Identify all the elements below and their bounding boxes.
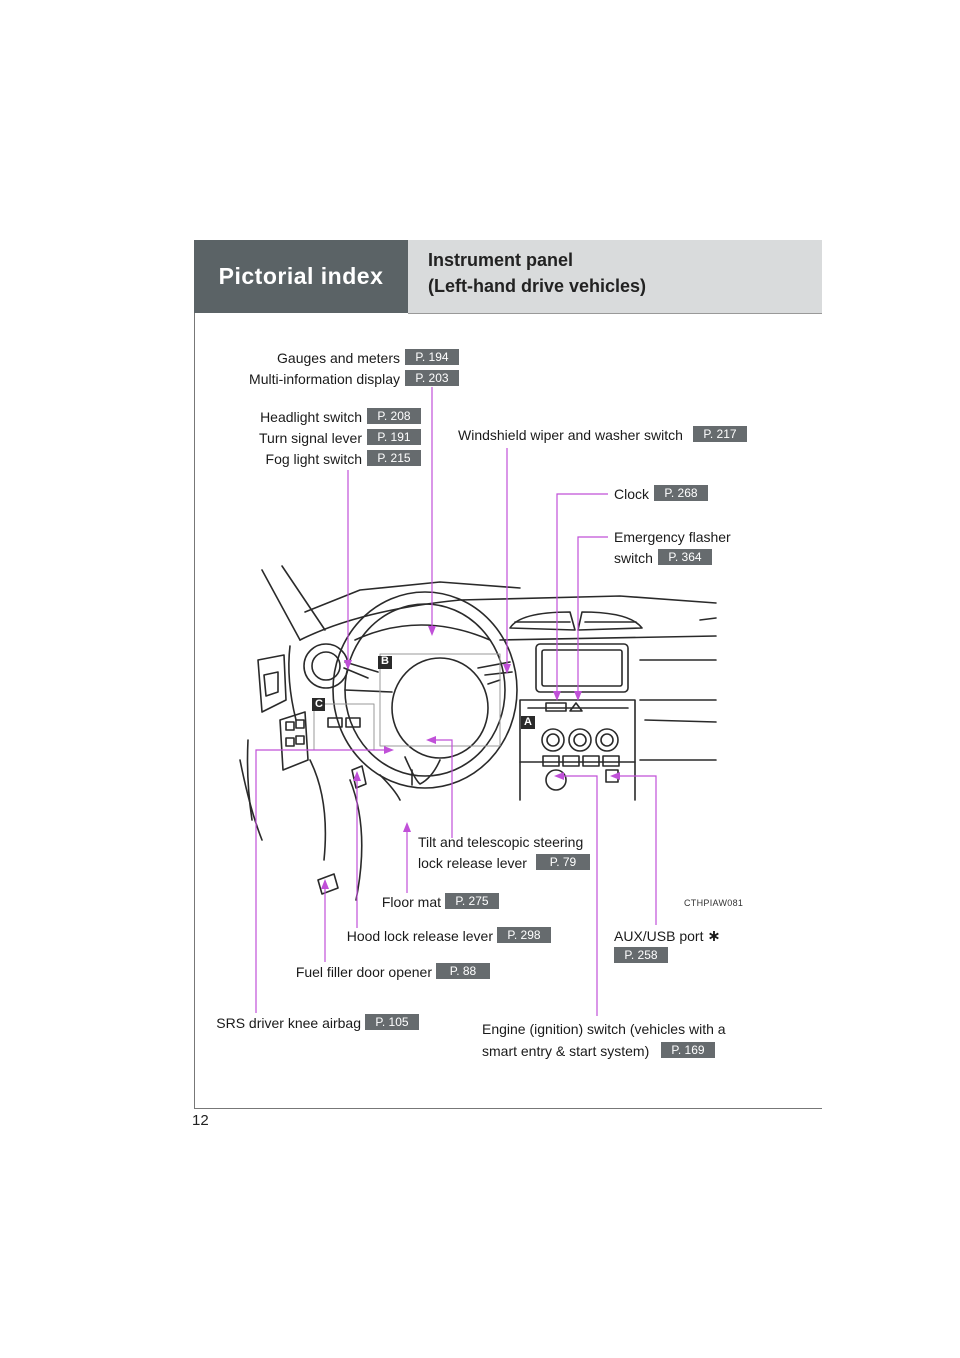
fuel-page-link[interactable]: P. 88 bbox=[436, 963, 490, 979]
multi-info-label: Multi-information display bbox=[249, 371, 400, 387]
headlight-label: Headlight switch bbox=[260, 409, 362, 425]
wiper-page-link[interactable]: P. 217 bbox=[693, 426, 747, 442]
hood-label: Hood lock release lever bbox=[346, 928, 493, 944]
engine-label-line1: Engine (ignition) switch (vehicles with … bbox=[482, 1021, 726, 1037]
marker-a bbox=[521, 716, 535, 729]
fuel-label: Fuel filler door opener bbox=[295, 964, 432, 980]
illustration-code: CTHPIAW081 bbox=[684, 898, 744, 908]
emergency-label-line2: switch bbox=[614, 550, 653, 566]
aux-usb-label-text: AUX/USB port bbox=[614, 928, 704, 944]
floor-mat-label: Floor mat bbox=[381, 894, 441, 910]
gauges-page-link[interactable]: P. 194 bbox=[405, 349, 459, 365]
engine-page-link[interactable]: P. 169 bbox=[661, 1042, 715, 1058]
tilt-label-line2: lock release lever bbox=[418, 855, 527, 871]
marker-c-letter: C bbox=[315, 698, 323, 710]
tilt-label-line1: Tilt and telescopic steering bbox=[418, 834, 584, 850]
knee-airbag-label: SRS driver knee airbag bbox=[216, 1015, 361, 1031]
marker-a-letter: A bbox=[524, 716, 532, 728]
tilt-page-link[interactable]: P. 79 bbox=[536, 854, 590, 870]
floor-mat-page-link[interactable]: P. 275 bbox=[445, 893, 499, 909]
multi-info-page-link[interactable]: P. 203 bbox=[405, 370, 459, 386]
page-title-line2: (Left-hand drive vehicles) bbox=[428, 276, 647, 296]
marker-c bbox=[312, 698, 325, 711]
section-tab: Pictorial index bbox=[194, 240, 408, 313]
clock-page-link[interactable]: P. 268 bbox=[654, 485, 708, 501]
aux-usb-label: AUX/USB port ∗ bbox=[614, 926, 721, 946]
aux-usb-marker: ∗ bbox=[707, 928, 721, 945]
marker-b-letter: B bbox=[381, 655, 389, 667]
knee-airbag-page-link[interactable]: P. 105 bbox=[365, 1014, 419, 1030]
page-title: Instrument panel (Left-hand drive vehicl… bbox=[408, 240, 822, 314]
aux-usb-page-link[interactable]: P. 258 bbox=[614, 947, 668, 963]
emergency-page-link[interactable]: P. 364 bbox=[658, 549, 712, 565]
page-frame-left bbox=[194, 240, 195, 1108]
turn-signal-page-link[interactable]: P. 191 bbox=[367, 429, 421, 445]
wiper-label: Windshield wiper and washer switch bbox=[458, 427, 683, 443]
headlight-page-link[interactable]: P. 208 bbox=[367, 408, 421, 424]
emergency-label-line1: Emergency flasher bbox=[614, 529, 731, 545]
engine-label-line2: smart entry & start system) bbox=[482, 1043, 650, 1059]
section-tab-label: Pictorial index bbox=[218, 263, 384, 289]
page-frame-bottom bbox=[194, 1108, 822, 1109]
turn-signal-label: Turn signal lever bbox=[259, 430, 362, 446]
marker-b bbox=[378, 656, 392, 669]
clock-label: Clock bbox=[614, 486, 650, 502]
fog-light-page-link[interactable]: P. 215 bbox=[367, 450, 421, 466]
hood-page-link[interactable]: P. 298 bbox=[497, 927, 551, 943]
page-number: 12 bbox=[192, 1112, 209, 1129]
page-title-line1: Instrument panel bbox=[428, 250, 574, 270]
fog-light-label: Fog light switch bbox=[265, 451, 362, 467]
gauges-label: Gauges and meters bbox=[277, 350, 400, 366]
